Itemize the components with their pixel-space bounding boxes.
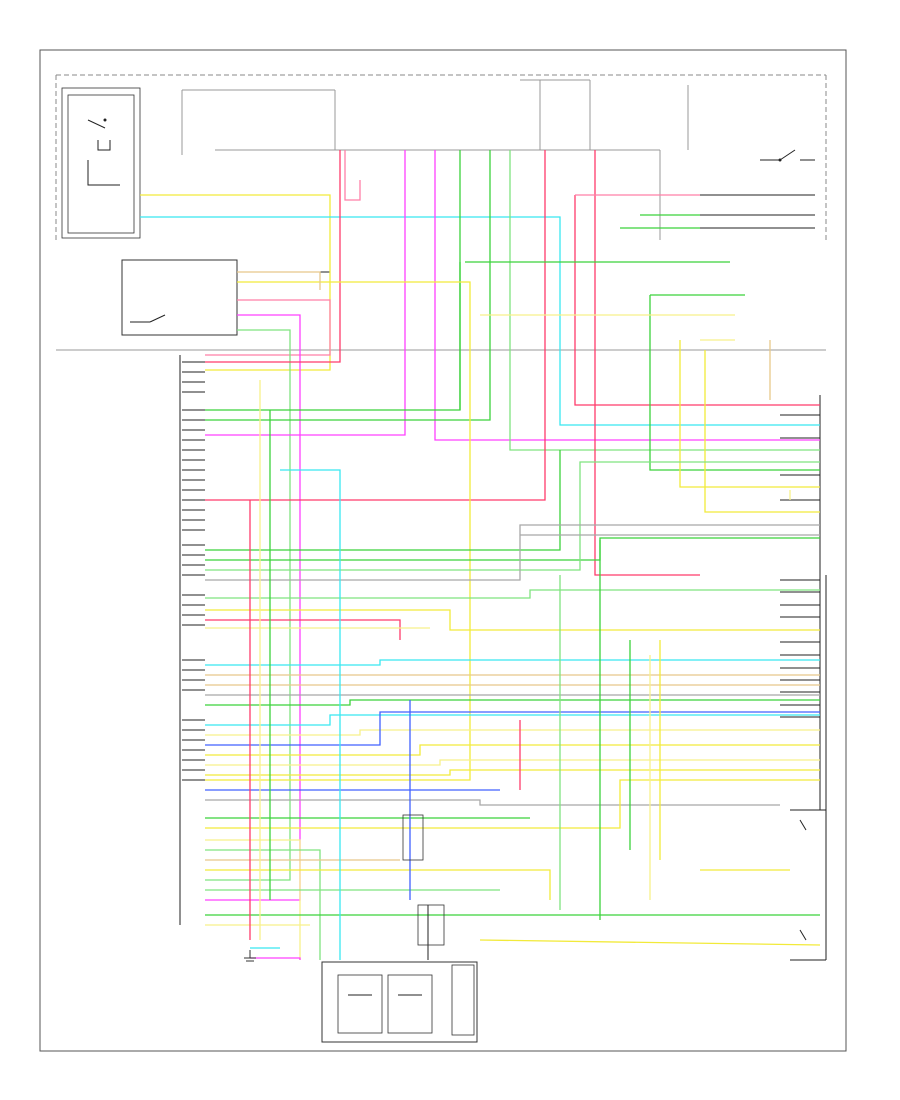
ground-symbol: [244, 950, 256, 962]
actuator-module: [402, 814, 445, 960]
wire-light-yellow: [205, 839, 301, 960]
colored-wires: [140, 150, 821, 960]
wire-yellow: [205, 744, 820, 756]
wire-red: [594, 150, 700, 576]
wire-green: [649, 295, 820, 471]
wire-gray: [205, 524, 820, 581]
wire-light-green: [205, 329, 291, 881]
wire-yellow: [679, 340, 820, 488]
wire-magenta: [205, 314, 301, 901]
wire-red: [574, 195, 820, 406]
wire-green: [205, 699, 820, 706]
wire-yellow: [205, 281, 471, 781]
aux-module: [121, 259, 330, 336]
fuse-bus: [181, 79, 689, 240]
rear-control-head: [790, 809, 827, 961]
wire-tan: [237, 271, 321, 290]
wire-red: [205, 150, 546, 501]
wire-yellow: [479, 939, 821, 946]
wire-light-green: [509, 150, 820, 451]
wire-yellow: [205, 769, 820, 776]
wire-pink: [205, 299, 331, 356]
wire-magenta: [205, 150, 406, 436]
wire-yellow: [704, 350, 820, 513]
left-pin-rows: [182, 361, 205, 781]
defog-relay: [700, 149, 815, 229]
wire-yellow: [205, 779, 820, 829]
rear-blower-motor: [321, 961, 478, 1043]
wire-magenta: [434, 150, 820, 441]
wire-light-yellow: [205, 729, 820, 736]
wire-light-green: [205, 461, 820, 571]
wire-pink: [344, 150, 361, 201]
wire-light-green: [205, 849, 321, 960]
wire-cyan: [140, 216, 820, 426]
wire-cyan: [205, 714, 820, 726]
wire-green: [205, 150, 491, 421]
wire-yellow: [205, 869, 551, 900]
wire-green: [205, 450, 561, 551]
wire-yellow: [205, 609, 820, 631]
wire-magenta: [250, 957, 301, 960]
wire-cyan: [280, 469, 341, 960]
wire-red: [205, 150, 341, 363]
right-connector: [819, 395, 827, 810]
wire-light-green: [205, 589, 820, 599]
